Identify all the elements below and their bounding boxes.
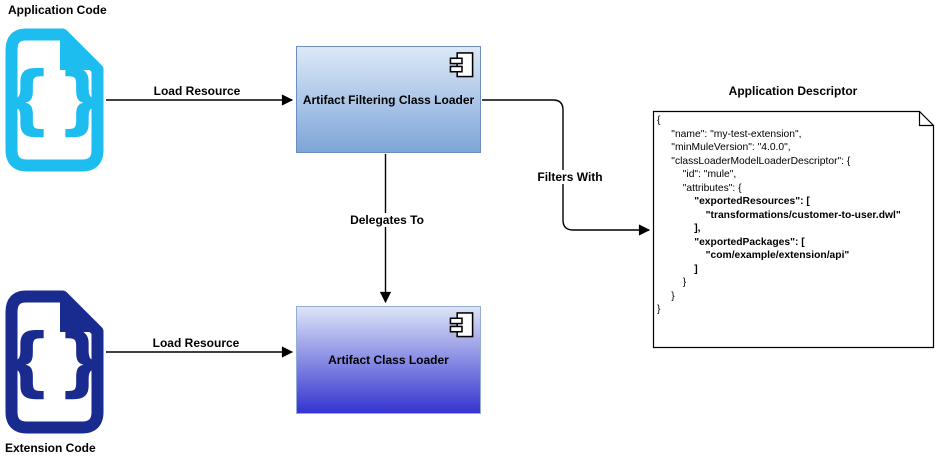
uml-component-icon xyxy=(449,52,474,78)
descriptor-code-line: ], xyxy=(657,223,701,234)
extension-code-label: Extension Code xyxy=(5,441,96,455)
descriptor-code-line: "id": "mule", xyxy=(657,169,737,180)
descriptor-code: { "name": "my-test-extension", "minMuleV… xyxy=(657,114,929,317)
descriptor-code-line: "com/example/extension/api" xyxy=(657,250,850,261)
load-resource-label-ext: Load Resource xyxy=(152,336,240,350)
json-file-icon: {} xyxy=(0,290,109,434)
braces-glyph: {} xyxy=(5,317,104,405)
edge-filters-with xyxy=(482,99,651,236)
descriptor-code-line: "transformations/customer-to-user.dwl" xyxy=(657,209,901,221)
json-file-icon: {} xyxy=(0,28,109,172)
artifact-class-loader-box: Artifact Class Loader xyxy=(296,306,481,414)
descriptor-code-line: { xyxy=(657,115,661,126)
descriptor-code-line: "exportedResources": [ xyxy=(657,196,810,207)
descriptor-code-line: "attributes": { xyxy=(657,182,742,194)
descriptor-code-line: "exportedPackages": [ xyxy=(657,236,805,248)
application-descriptor-title: Application Descriptor xyxy=(728,84,858,98)
descriptor-code-line: "classLoaderModelLoaderDescriptor": { xyxy=(657,155,851,167)
artifact-filtering-class-loader-box: Artifact Filtering Class Loader xyxy=(296,46,481,153)
load-resource-label-app: Load Resource xyxy=(153,84,241,98)
application-code-label: Application Code xyxy=(8,3,107,17)
artifact-filtering-class-loader-label: Artifact Filtering Class Loader xyxy=(302,92,475,107)
descriptor-code-line: ] xyxy=(657,263,698,275)
delegates-to-label: Delegates To xyxy=(347,213,427,227)
descriptor-code-line: } xyxy=(657,304,661,315)
descriptor-code-line: "minMuleVersion": "4.0.0", xyxy=(657,142,791,153)
descriptor-code-line: } xyxy=(657,277,687,288)
braces-glyph: {} xyxy=(5,55,104,143)
artifact-class-loader-label: Artifact Class Loader xyxy=(328,353,449,367)
descriptor-code-line: "name": "my-test-extension", xyxy=(657,128,802,140)
descriptor-code-line: } xyxy=(657,290,675,302)
filters-with-label: Filters With xyxy=(534,170,606,184)
uml-component-icon xyxy=(449,312,474,338)
